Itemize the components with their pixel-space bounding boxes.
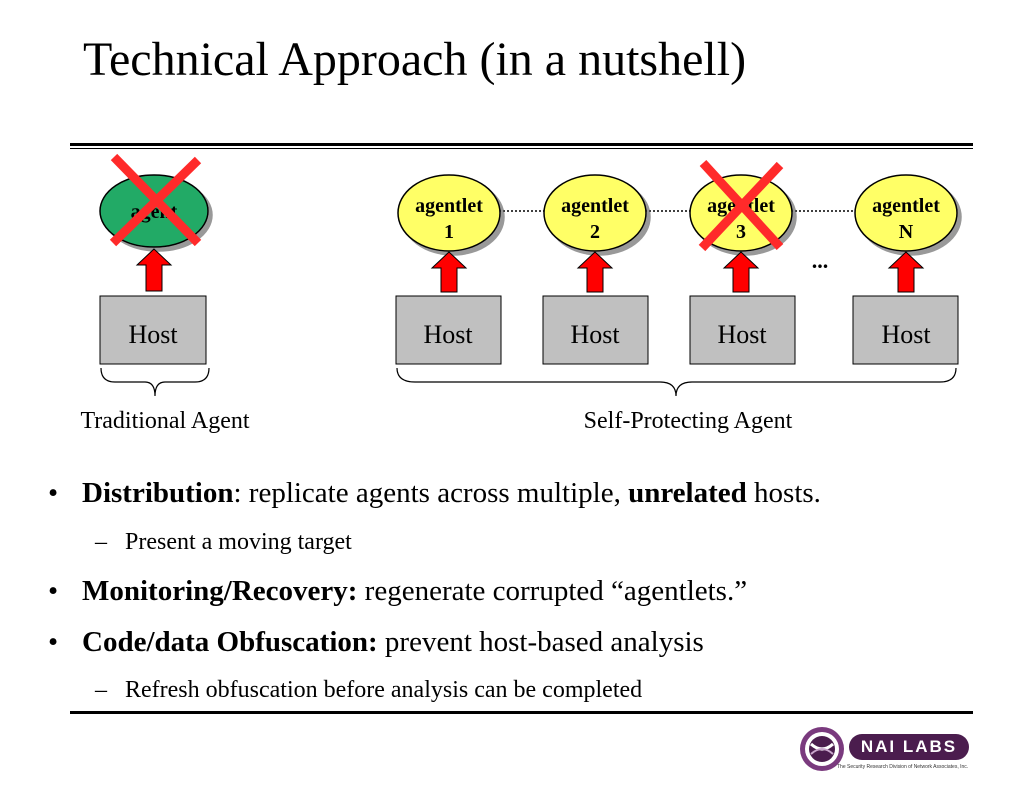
bullet-text: : replicate agents across multiple, xyxy=(233,477,629,509)
sub-bullet-text: Present a moving target xyxy=(125,529,352,555)
self-protecting-agent-caption: Self-Protecting Agent xyxy=(584,408,793,434)
cross-icon xyxy=(698,159,784,252)
self-protecting-agent: agentlet 1 agentlet 2 agentlet 3 agentle… xyxy=(395,159,959,434)
sub-bullet-marker: – xyxy=(95,529,107,555)
bullet-text: regenerate corrupted “agentlets.” xyxy=(357,575,748,607)
up-arrow-icon xyxy=(430,251,468,293)
bullet-marker: • xyxy=(48,477,59,509)
agentlet-node: agentlet 1 xyxy=(397,174,501,252)
host-label: Host xyxy=(570,320,620,349)
agentlet-node: agentlet N xyxy=(854,174,958,252)
host-box xyxy=(852,295,959,365)
bullet-emphasis: unrelated xyxy=(628,477,747,509)
agentlet-node: agentlet 3 xyxy=(689,159,793,252)
logo-tagline: The Security Research Division of Networ… xyxy=(837,764,969,770)
bullet-marker: • xyxy=(48,626,59,658)
host-box xyxy=(99,295,207,365)
host-label: Host xyxy=(128,320,178,349)
up-arrow-icon xyxy=(576,251,614,293)
traditional-agent-caption: Traditional Agent xyxy=(80,408,249,434)
agentlet-label: agentlet xyxy=(872,195,940,217)
host-label: Host xyxy=(717,320,767,349)
agentlet-number: 1 xyxy=(444,221,454,243)
sub-bullet-text: Refresh obfuscation before analysis can … xyxy=(125,677,643,703)
traditional-agent: agent Host Traditional Agent xyxy=(80,153,250,434)
host-box xyxy=(542,295,649,365)
bullet-text: hosts. xyxy=(746,477,821,509)
logo-wordmark: NAI LABS xyxy=(849,734,969,760)
bullet-term: Monitoring/Recovery: xyxy=(82,575,358,607)
title-divider-thin xyxy=(70,148,973,149)
agentlet-node: agentlet 2 xyxy=(543,174,647,252)
cross-icon xyxy=(109,153,202,247)
agentlet-number: 3 xyxy=(736,221,746,243)
up-arrow-icon xyxy=(135,248,173,292)
slide-title: Technical Approach (in a nutshell) xyxy=(83,33,747,86)
up-arrow-icon xyxy=(887,251,925,293)
sub-bullet-marker: – xyxy=(95,677,107,703)
logo-emblem-icon xyxy=(800,727,844,771)
host-label: Host xyxy=(423,320,473,349)
host-box xyxy=(689,295,796,365)
agentlet-label: agentlet xyxy=(561,195,629,217)
agentlet-label: agentlet xyxy=(415,195,483,217)
ellipsis: ... xyxy=(812,248,829,273)
host-box xyxy=(395,295,502,365)
bullet-term: Code/data Obfuscation: xyxy=(82,626,378,658)
brace xyxy=(396,367,957,397)
nai-labs-logo: NAI LABS The Security Research Division … xyxy=(797,722,977,778)
bullet-term: Distribution xyxy=(82,477,234,509)
bullet-text: prevent host-based analysis xyxy=(377,626,704,658)
brace xyxy=(100,367,210,397)
bottom-divider xyxy=(70,711,973,714)
title-divider xyxy=(70,143,973,146)
bullet-marker: • xyxy=(48,575,59,607)
agentlet-number: 2 xyxy=(590,221,600,243)
up-arrow-icon xyxy=(722,251,760,293)
agentlet-number: N xyxy=(899,221,914,243)
host-label: Host xyxy=(881,320,931,349)
